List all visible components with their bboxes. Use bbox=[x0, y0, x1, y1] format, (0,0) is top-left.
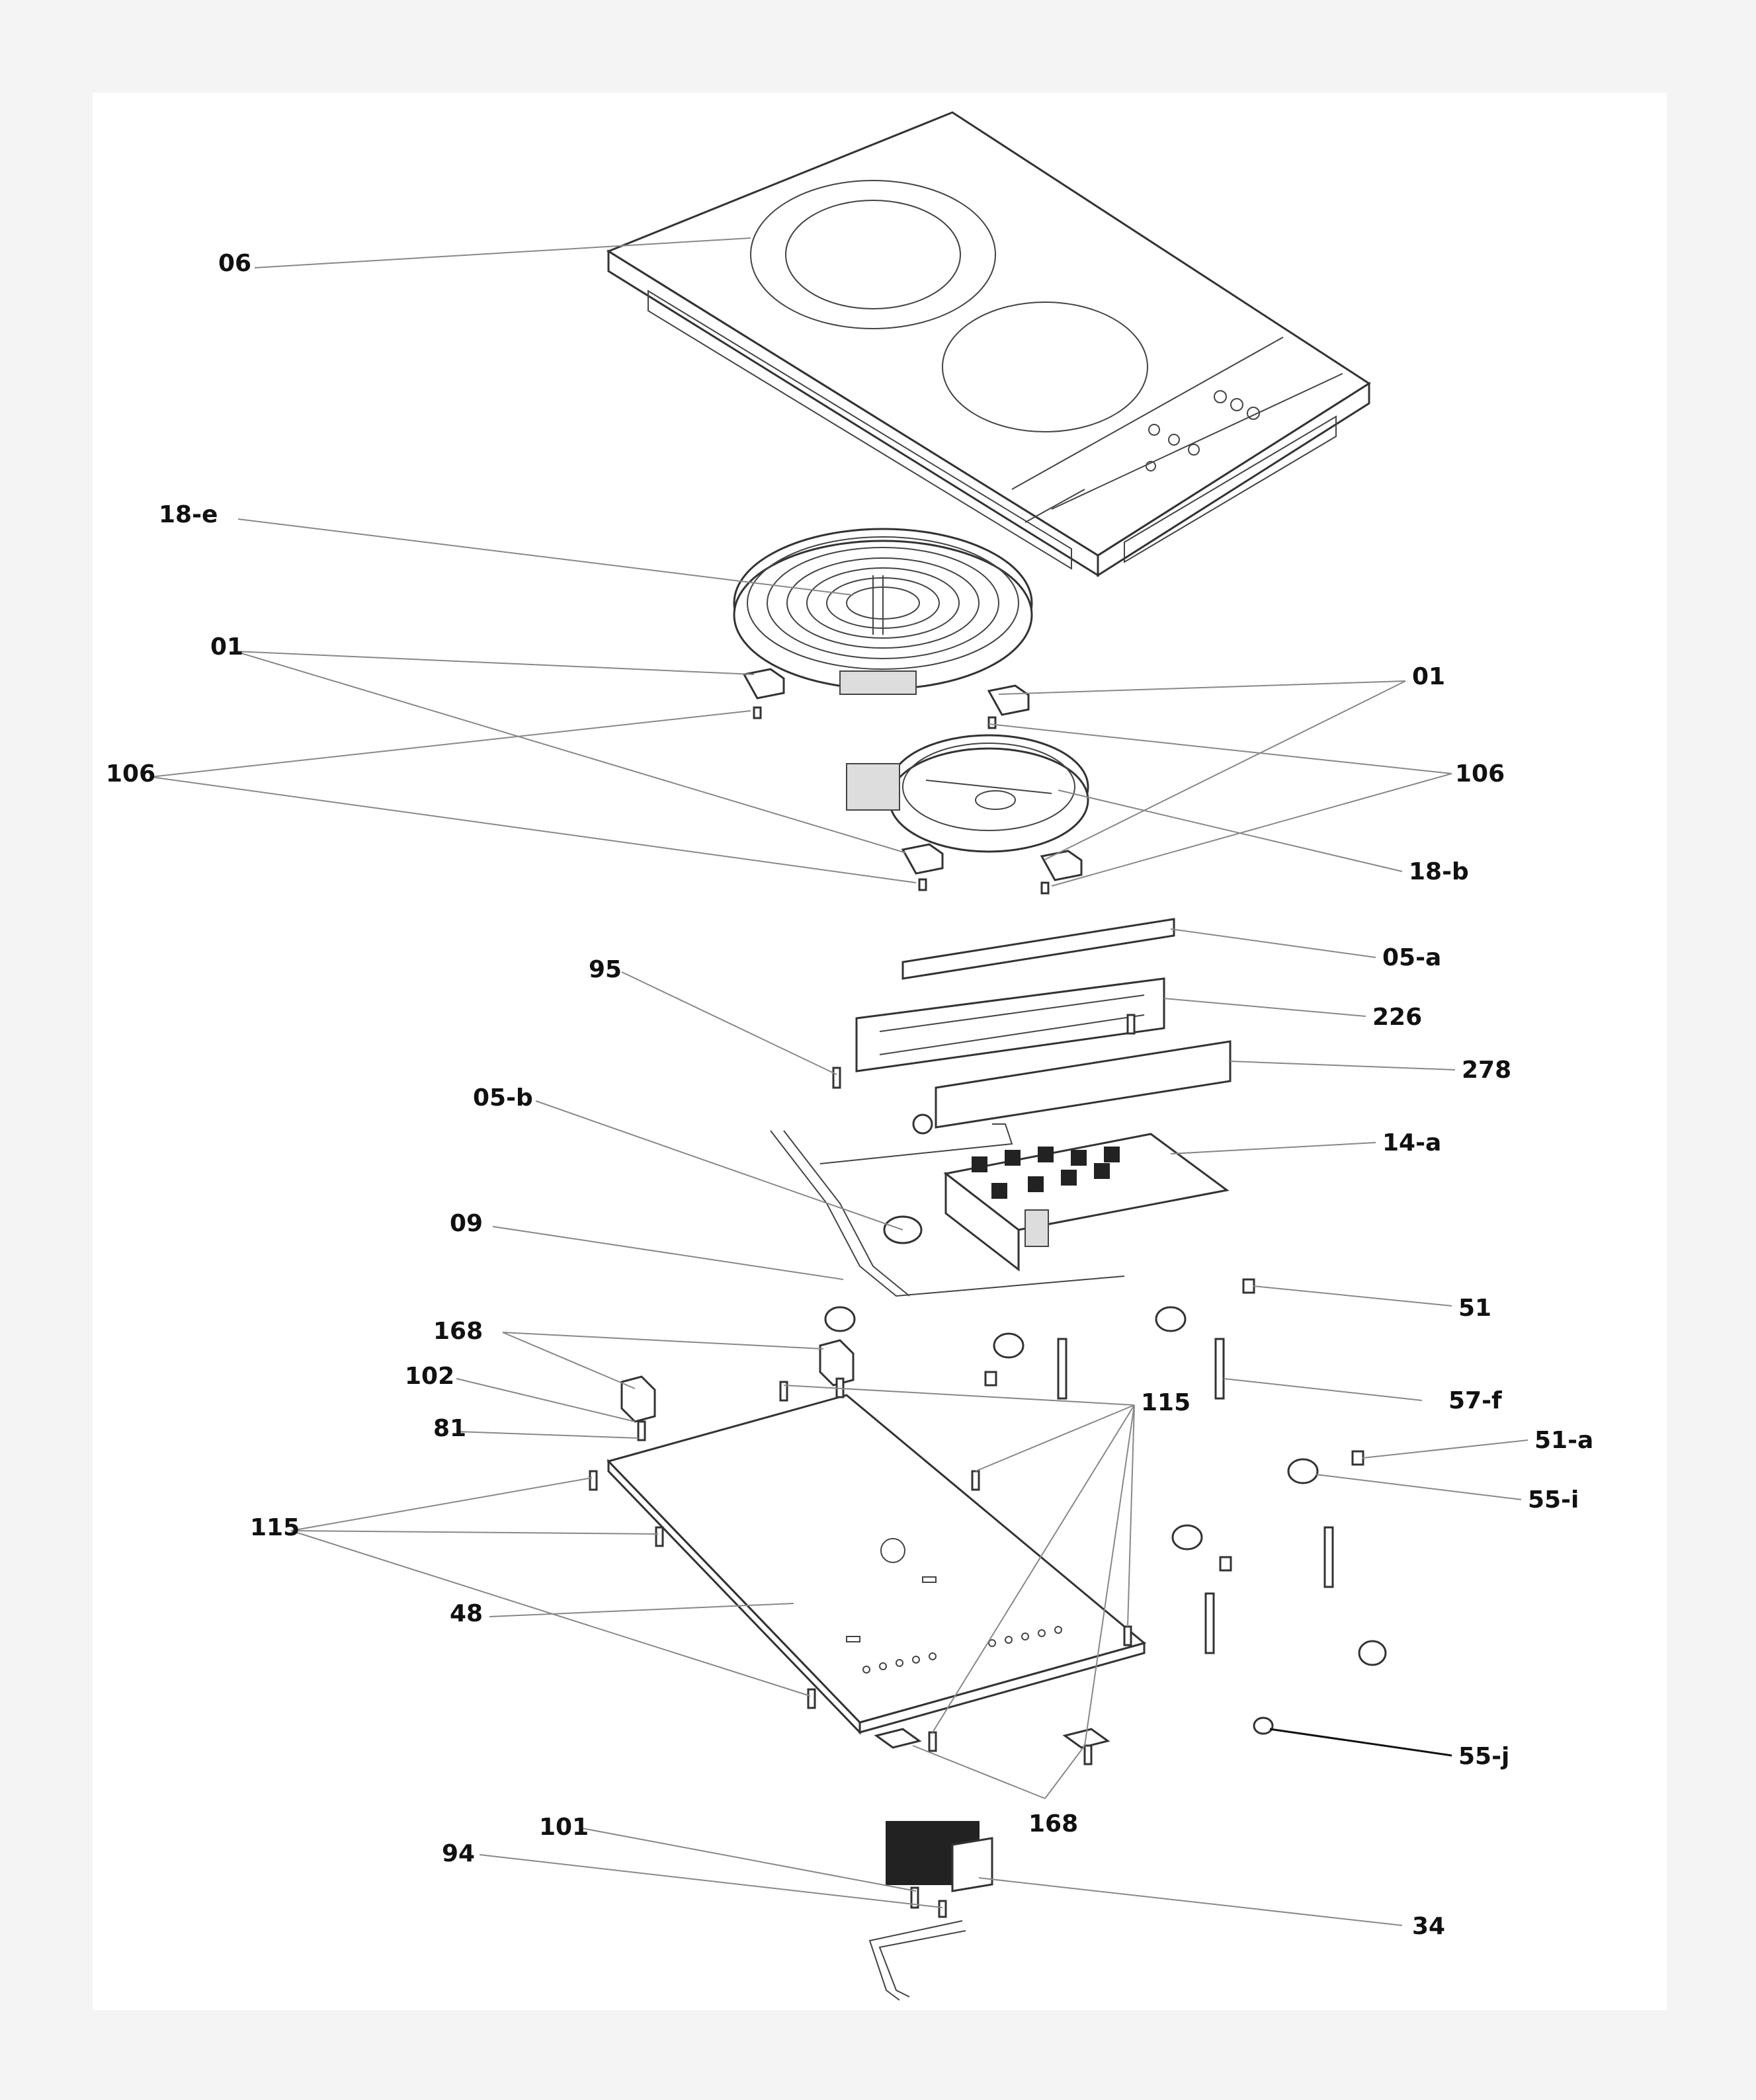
callout-57-f: 57-f bbox=[1448, 1387, 1502, 1414]
callout-106-right: 106 bbox=[1455, 760, 1505, 788]
seal-strip bbox=[901, 918, 1175, 980]
base-plate bbox=[606, 1394, 1147, 1735]
fixing-screws bbox=[753, 706, 1050, 895]
callout-14-a: 14-a bbox=[1382, 1129, 1441, 1156]
callout-01-right: 01 bbox=[1412, 663, 1445, 690]
callout-18-b: 18-b bbox=[1409, 858, 1469, 885]
feet-and-nuts bbox=[984, 1278, 1387, 1735]
callout-106-left: 106 bbox=[106, 760, 155, 788]
callout-09: 09 bbox=[450, 1210, 483, 1237]
callout-51-a: 51-a bbox=[1534, 1427, 1593, 1454]
callout-05-b: 05-b bbox=[473, 1084, 533, 1111]
callout-115-right: 115 bbox=[1141, 1389, 1191, 1416]
callout-34: 34 bbox=[1412, 1913, 1445, 1940]
callout-226: 226 bbox=[1372, 1004, 1422, 1031]
leader-lines bbox=[150, 237, 1528, 1926]
callout-51: 51 bbox=[1458, 1295, 1491, 1322]
callout-05-a: 05-a bbox=[1382, 944, 1441, 971]
callout-102: 102 bbox=[405, 1363, 454, 1390]
fixing-clips bbox=[742, 668, 1083, 881]
callout-101: 101 bbox=[539, 1814, 589, 1841]
callout-18-e: 18-e bbox=[159, 501, 218, 528]
callout-01-left: 01 bbox=[210, 633, 243, 661]
callout-06: 06 bbox=[218, 250, 251, 277]
callout-48: 48 bbox=[450, 1600, 483, 1627]
callout-278: 278 bbox=[1462, 1057, 1511, 1084]
vent-holes bbox=[862, 1626, 1062, 1674]
callout-55-j: 55-j bbox=[1458, 1743, 1509, 1770]
radiant-heater-small bbox=[846, 734, 1089, 853]
callout-55-i: 55-i bbox=[1528, 1486, 1579, 1514]
callout-labels: 06 18-e 01 01 106 106 18-b 95 05-a 226 2… bbox=[106, 250, 1593, 1940]
callout-94: 94 bbox=[442, 1840, 475, 1867]
callout-168-top: 168 bbox=[433, 1318, 483, 1345]
power-cable bbox=[868, 1920, 966, 2001]
radiant-heater-large bbox=[733, 528, 1033, 695]
callout-115-left: 115 bbox=[250, 1514, 300, 1541]
screw-95 bbox=[832, 1014, 1136, 1089]
mounting-brackets bbox=[620, 1339, 1110, 1749]
insulation-pad bbox=[935, 1040, 1232, 1129]
callout-168-bottom: 168 bbox=[1028, 1810, 1078, 1838]
callout-81: 81 bbox=[433, 1415, 466, 1442]
control-bracket bbox=[855, 977, 1165, 1072]
callout-95: 95 bbox=[589, 956, 622, 983]
glass-hob-top bbox=[606, 111, 1371, 577]
control-board bbox=[943, 1133, 1230, 1272]
